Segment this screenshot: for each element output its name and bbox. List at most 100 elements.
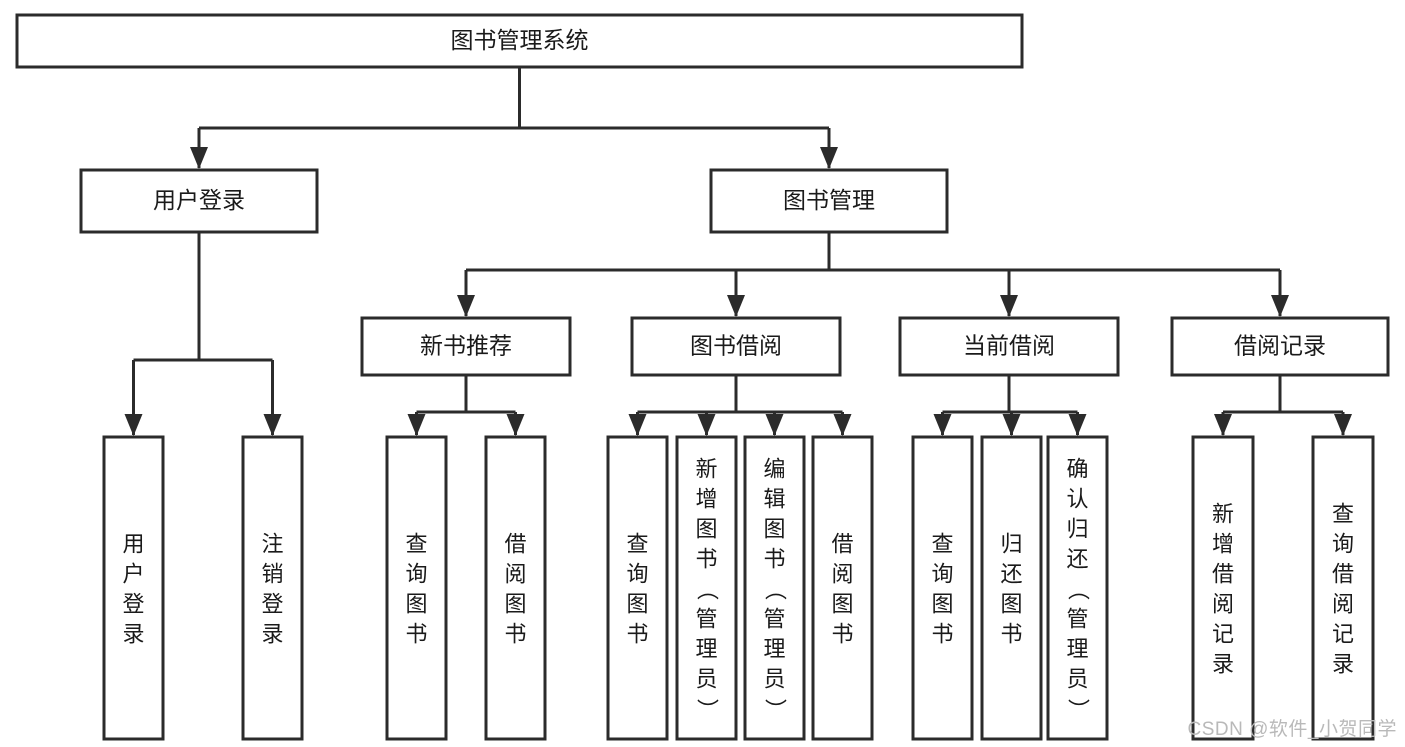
node-box[interactable] <box>709 168 949 234</box>
node-label-char: 员 <box>695 666 717 691</box>
node-label-char: 员 <box>1066 666 1088 691</box>
node-box[interactable] <box>241 435 304 741</box>
node-label-char: 图 <box>504 591 526 616</box>
node-label-char: 书 <box>931 621 953 646</box>
node-label-char: （ <box>695 578 720 600</box>
node-label-char: 记 <box>1332 621 1354 646</box>
node-label-char: 书 <box>695 546 717 571</box>
node-label-char: 查 <box>931 531 953 556</box>
node-label-char: 查 <box>1332 501 1354 526</box>
node-box[interactable] <box>1170 316 1390 377</box>
level2-node-1[interactable]: 用户登录 <box>79 168 319 234</box>
node-box[interactable] <box>811 435 874 741</box>
node-box[interactable] <box>980 435 1043 741</box>
node-label-char: 阅 <box>504 561 526 586</box>
node-box[interactable] <box>630 316 842 377</box>
node-label-char: 录 <box>122 621 144 646</box>
node-label-char: 图 <box>405 591 427 616</box>
node-label: 新书推荐 <box>420 333 512 359</box>
node-label-char: 录 <box>261 621 283 646</box>
level3-node-1[interactable]: 新书推荐 <box>360 316 572 377</box>
leaf-node-1[interactable]: 用户登录 <box>102 435 165 741</box>
node-label-char: 询 <box>931 561 953 586</box>
arrow-head-icon <box>506 414 525 436</box>
connector-lines-layer <box>124 67 1352 436</box>
arrow-head-icon <box>933 414 952 436</box>
csdn-watermark: CSDN @软件_小贺同学 <box>1187 719 1397 740</box>
node-label: 当前借阅 <box>963 333 1055 359</box>
node-label-char: 增 <box>1212 531 1234 556</box>
node-label-char: 管 <box>695 606 717 631</box>
node-label-char: 录 <box>1212 651 1234 676</box>
node-label-char: 归 <box>1066 516 1088 541</box>
arrow-head-icon <box>263 414 282 436</box>
arrow-head-icon <box>1068 414 1087 436</box>
node-label-char: 查 <box>626 531 648 556</box>
node-label-char: 管 <box>763 606 785 631</box>
level2-node-2[interactable]: 图书管理 <box>709 168 949 234</box>
arrow-head-icon <box>727 295 745 317</box>
arrow-head-icon <box>124 414 143 436</box>
node-label-char: ） <box>1066 698 1091 720</box>
node-box[interactable] <box>360 316 572 377</box>
arrow-head-icon <box>628 414 647 436</box>
node-box[interactable] <box>15 13 1024 69</box>
node-label-char: 书 <box>1000 621 1022 646</box>
node-label-char: （ <box>763 578 788 600</box>
level3-node-3[interactable]: 当前借阅 <box>898 316 1120 377</box>
node-label-char: 借 <box>1332 561 1354 586</box>
node-box[interactable] <box>1191 435 1255 741</box>
node-label-char: 新 <box>695 456 717 481</box>
node-label-char: 阅 <box>1212 591 1234 616</box>
node-label-char: 借 <box>1212 561 1234 586</box>
node-label-char: 图 <box>1000 591 1022 616</box>
arrow-head-icon <box>190 147 208 169</box>
node-box[interactable] <box>484 435 547 741</box>
arrow-head-icon <box>407 414 426 436</box>
node-box[interactable] <box>606 435 669 741</box>
node-box[interactable] <box>911 435 974 741</box>
arrow-head-icon <box>833 414 852 436</box>
arrow-head-icon <box>1334 414 1352 436</box>
node-label-char: 编 <box>763 456 785 481</box>
level3-node-2[interactable]: 图书借阅 <box>630 316 842 377</box>
arrow-head-icon <box>457 295 475 317</box>
node-label-char: ） <box>695 698 720 720</box>
node-label-char: 录 <box>1332 651 1354 676</box>
node-box[interactable] <box>898 316 1120 377</box>
node-label-char: 借 <box>504 531 526 556</box>
node-label-char: 确 <box>1066 456 1088 481</box>
node-label-char: 查 <box>405 531 427 556</box>
node-label-char: 询 <box>405 561 427 586</box>
node-box[interactable] <box>675 435 738 741</box>
node-label-char: 户 <box>122 561 144 586</box>
node-box[interactable] <box>102 435 165 741</box>
root-node-1[interactable]: 图书管理系统 <box>15 13 1024 69</box>
level3-node-4[interactable]: 借阅记录 <box>1170 316 1390 377</box>
arrow-head-icon <box>765 414 784 436</box>
node-box[interactable] <box>385 435 448 741</box>
node-box[interactable] <box>1046 435 1109 741</box>
node-box[interactable] <box>1311 435 1375 741</box>
arrow-head-icon <box>1000 295 1018 317</box>
node-label-char: 归 <box>1000 531 1022 556</box>
node-label-char: 增 <box>695 486 717 511</box>
node-label-char: 理 <box>1066 636 1088 661</box>
node-box[interactable] <box>743 435 806 741</box>
node-label-char: 书 <box>626 621 648 646</box>
node-box[interactable] <box>79 168 319 234</box>
node-label-char: ） <box>763 698 788 720</box>
